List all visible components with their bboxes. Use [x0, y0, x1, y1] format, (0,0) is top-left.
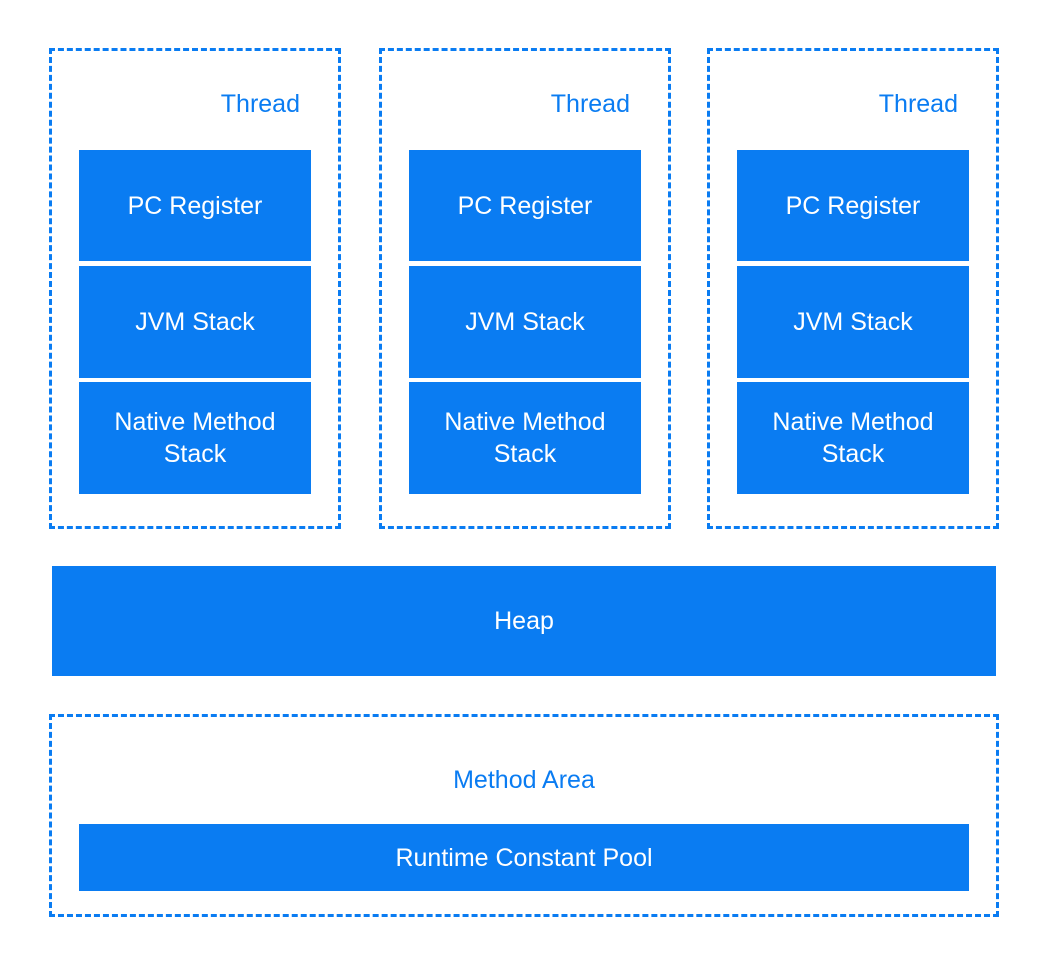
- pc-register-label: PC Register: [127, 191, 263, 220]
- jvm-stack-label: JVM Stack: [793, 308, 913, 336]
- native-method-stack-block: Native Method Stack: [737, 382, 969, 494]
- thread-label: Thread: [220, 90, 300, 118]
- pc-register-label: PC Register: [457, 191, 593, 220]
- pc-register-block: PC Register: [409, 150, 641, 261]
- thread-label: Thread: [550, 90, 630, 118]
- pc-register-block: PC Register: [737, 150, 969, 261]
- jvm-stack-label: JVM Stack: [465, 308, 585, 336]
- thread-label: Thread: [878, 90, 958, 118]
- heap-label: Heap: [494, 607, 554, 635]
- method-area-frame: Method Area Runtime Constant Pool: [49, 714, 999, 917]
- jvm-stack-block: JVM Stack: [79, 266, 311, 378]
- jvm-stack-block: JVM Stack: [409, 266, 641, 378]
- thread-frame-2: Thread PC Register JVM Stack Native Meth…: [379, 48, 671, 529]
- pc-register-block: PC Register: [79, 150, 311, 261]
- native-method-stack-label: Native Method Stack: [772, 408, 934, 468]
- thread-frame-1: Thread PC Register JVM Stack Native Meth…: [49, 48, 341, 529]
- runtime-constant-pool-label: Runtime Constant Pool: [395, 843, 653, 872]
- method-area-label: Method Area: [453, 766, 595, 794]
- heap-block: Heap: [52, 566, 996, 676]
- native-method-stack-label: Native Method Stack: [444, 408, 606, 468]
- pc-register-label: PC Register: [785, 191, 921, 220]
- jvm-stack-block: JVM Stack: [737, 266, 969, 378]
- native-method-stack-label: Native Method Stack: [114, 408, 276, 468]
- native-method-stack-block: Native Method Stack: [79, 382, 311, 494]
- thread-frame-3: Thread PC Register JVM Stack Native Meth…: [707, 48, 999, 529]
- native-method-stack-block: Native Method Stack: [409, 382, 641, 494]
- runtime-constant-pool-block: Runtime Constant Pool: [79, 824, 969, 891]
- jvm-stack-label: JVM Stack: [135, 308, 255, 336]
